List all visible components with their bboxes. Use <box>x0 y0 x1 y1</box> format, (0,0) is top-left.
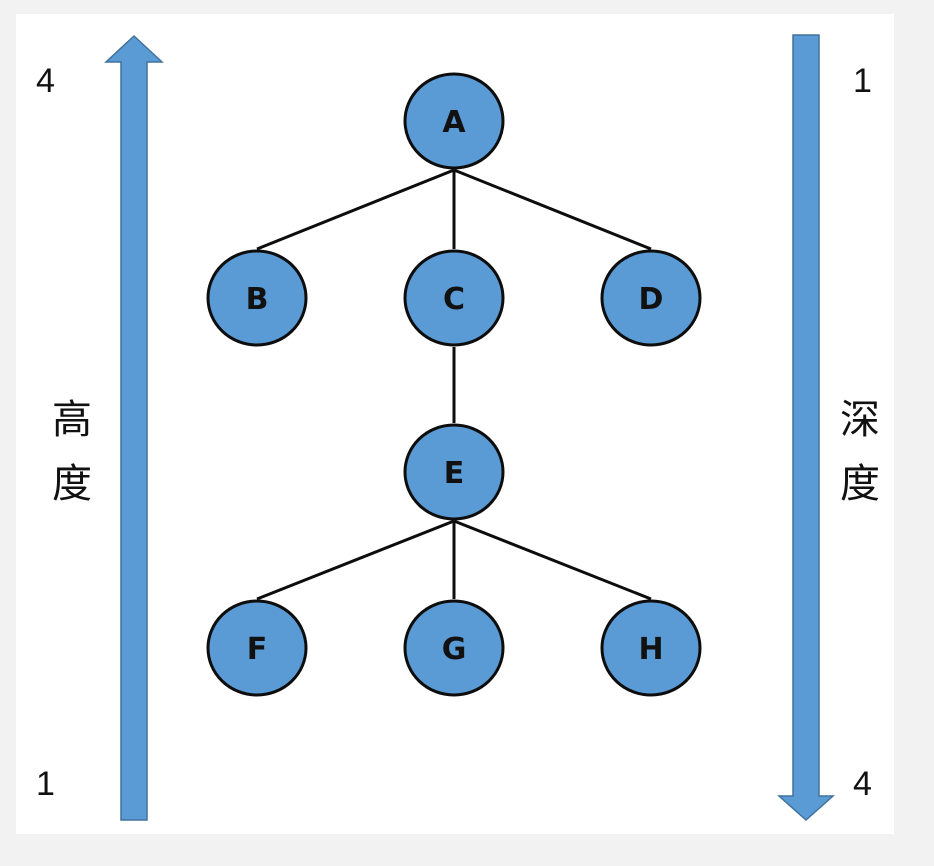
node-circle-g <box>403 599 505 697</box>
height-top-value: 4 <box>36 62 55 100</box>
node-label-e: E <box>444 456 465 491</box>
tree-node-b: B <box>206 249 308 347</box>
node-label-f: F <box>247 632 268 667</box>
node-circle-a <box>403 72 505 170</box>
node-label-c: C <box>443 282 465 317</box>
node-label-h: H <box>638 632 663 667</box>
depth-top-value: 1 <box>853 62 872 100</box>
tree-node-d: D <box>600 249 702 347</box>
node-circle-c <box>403 249 505 347</box>
node-circle-d <box>600 249 702 347</box>
height-bottom-value: 1 <box>36 765 55 803</box>
tree-edges <box>256 168 652 601</box>
depth-down-arrow <box>777 34 835 822</box>
tree-node-a: A <box>403 72 505 170</box>
node-label-a: A <box>442 105 466 140</box>
depth-label-char-2: 度 <box>840 461 880 507</box>
node-circle-f <box>206 599 308 697</box>
height-label-char-2: 度 <box>52 461 92 507</box>
node-circle-b <box>206 249 308 347</box>
depth-label-char-1: 深 <box>840 397 880 443</box>
tree-node-f: F <box>206 599 308 697</box>
tree-node-h: H <box>600 599 702 697</box>
height-label-char-1: 高 <box>52 397 92 443</box>
node-label-d: D <box>639 282 664 317</box>
tree-node-e: E <box>403 423 505 521</box>
node-label-b: B <box>246 282 269 317</box>
node-circle-h <box>600 599 702 697</box>
tree-nodes: A B C D E F G H <box>206 72 702 697</box>
edge-a-b <box>256 168 455 251</box>
height-up-arrow <box>104 34 164 821</box>
edge-e-h <box>453 519 652 601</box>
node-label-g: G <box>442 632 467 667</box>
node-circle-e <box>403 423 505 521</box>
edge-a-d <box>453 168 652 251</box>
depth-bottom-value: 4 <box>853 765 872 803</box>
edge-e-f <box>256 519 455 601</box>
tree-node-g: G <box>403 599 505 697</box>
tree-node-c: C <box>403 249 505 347</box>
